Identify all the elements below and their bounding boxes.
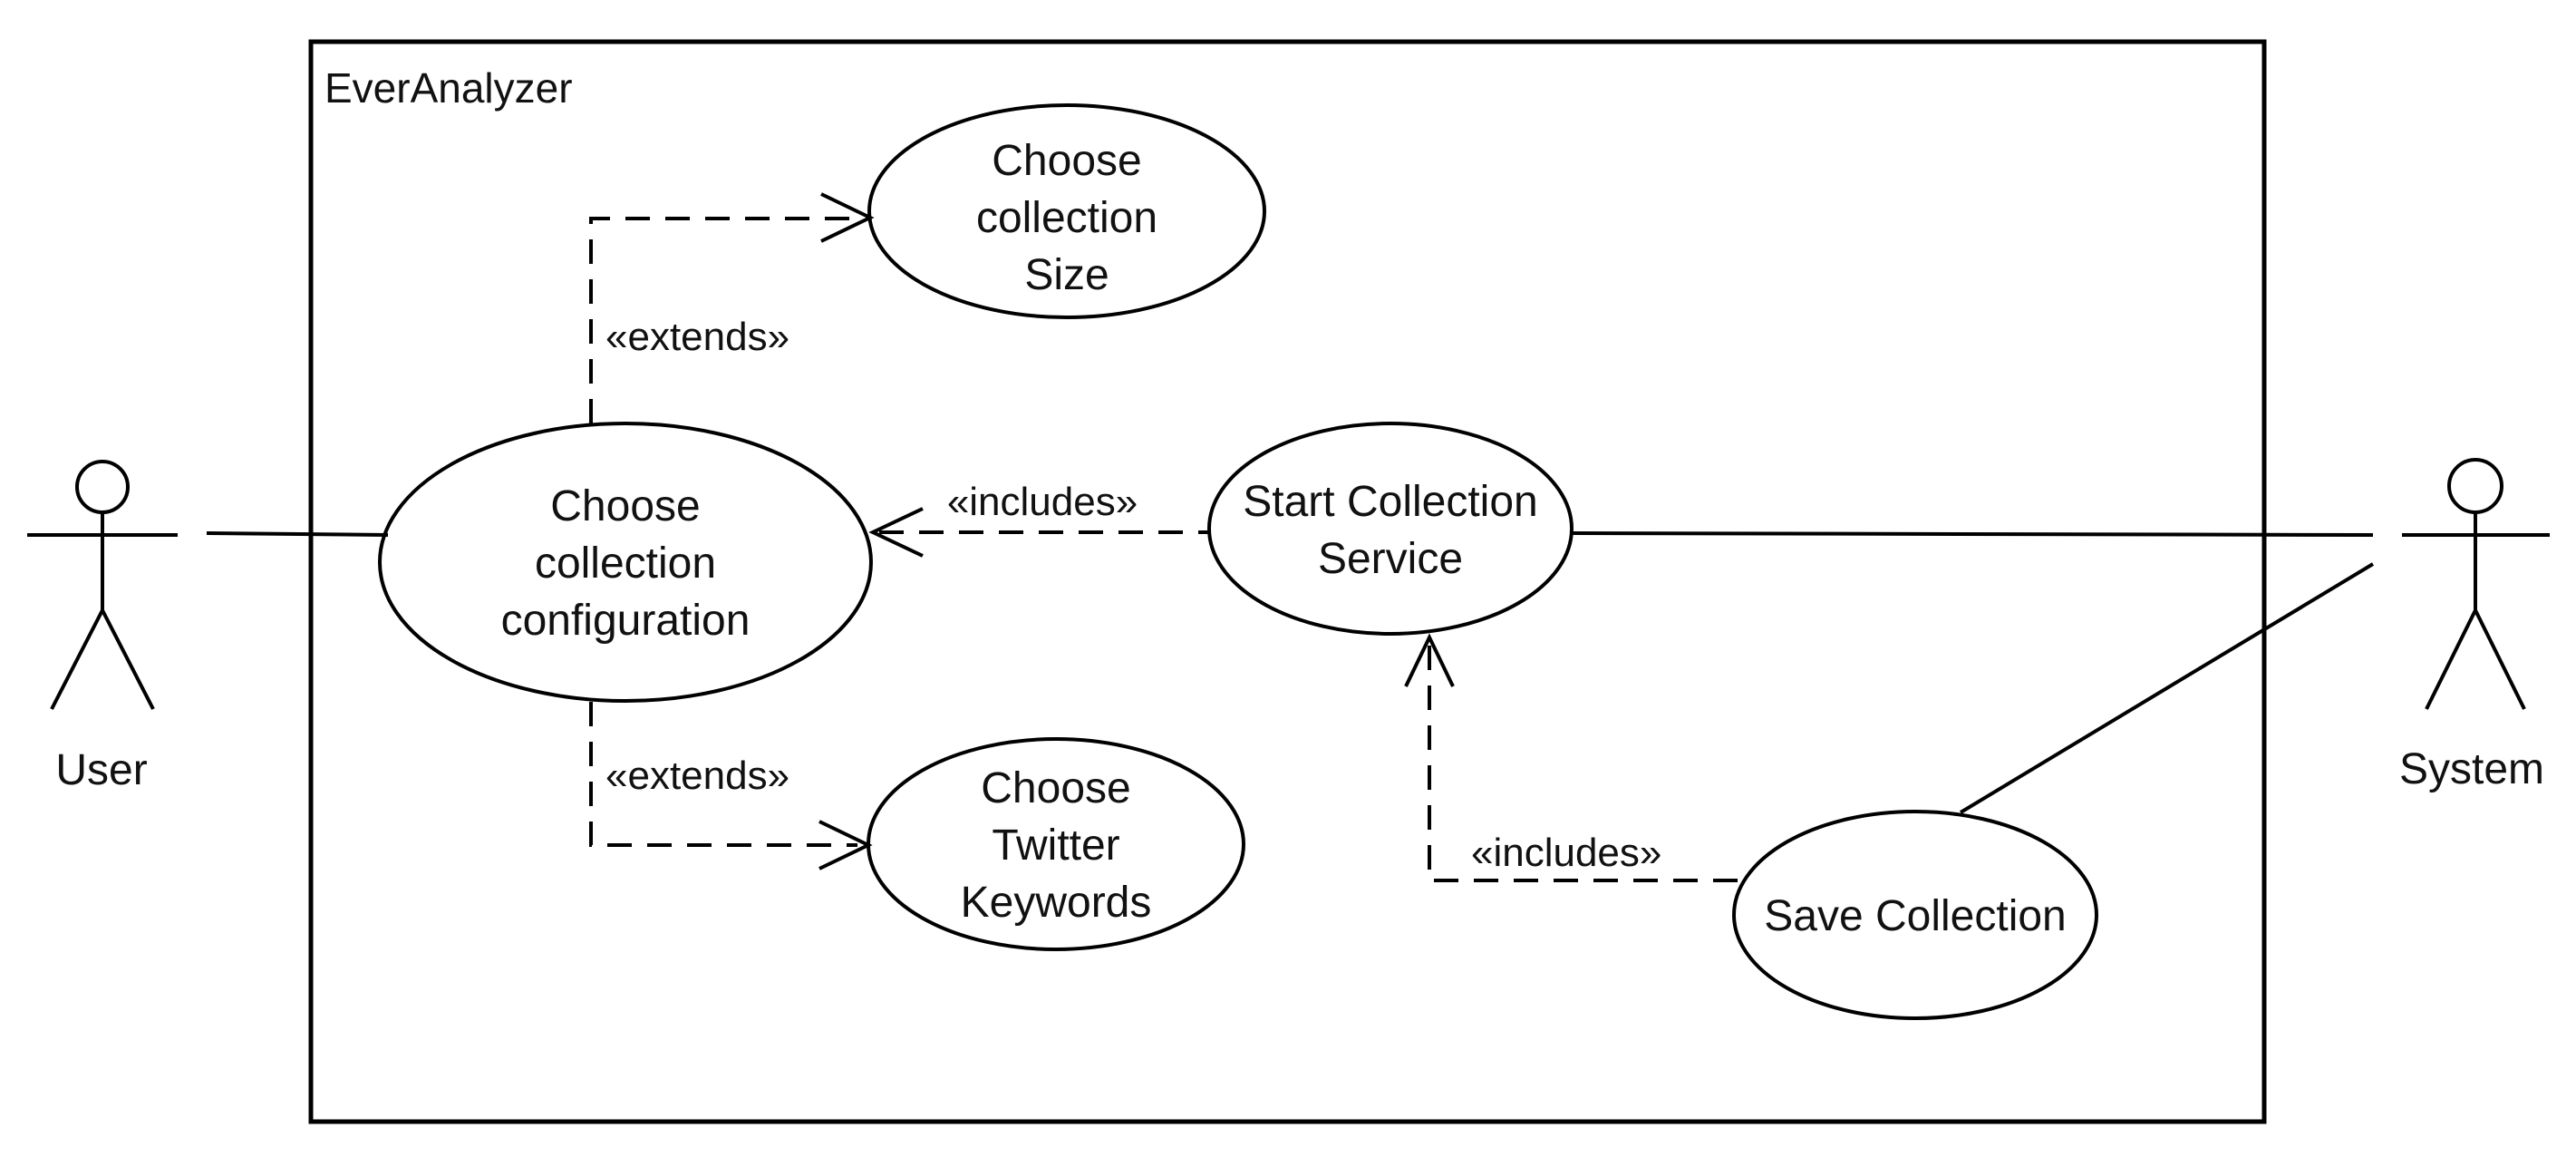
usecase-label-line: collection xyxy=(976,194,1157,242)
usecase-save-collection: Save Collection xyxy=(1732,810,2098,1020)
usecase-label-line: Keywords xyxy=(961,879,1152,927)
extends-arrow-to-size xyxy=(589,217,859,423)
usecase-label-line: collection xyxy=(535,540,716,588)
association-user-to-configuration xyxy=(206,531,389,537)
usecase-choose-collection-configuration-ellipse xyxy=(378,422,873,703)
extends-to-size-label: «extends» xyxy=(605,315,789,359)
includes-to-service-arrowhead-icon xyxy=(1404,633,1455,687)
includes-to-service-label: «includes» xyxy=(1471,831,1661,875)
system-actor-head-icon xyxy=(2447,458,2503,514)
usecase-start-collection-service: Start Collection Service xyxy=(1207,422,1574,636)
association-service-to-system xyxy=(1572,531,2374,537)
user-actor-label: User xyxy=(55,746,147,794)
system-boundary-box xyxy=(308,39,2267,1124)
usecase-label-line: Twitter xyxy=(992,822,1119,870)
usecase-save-collection-ellipse xyxy=(1732,810,2098,1020)
usecase-choose-collection-size-ellipse xyxy=(867,103,1266,319)
actor-system: System xyxy=(2399,458,2550,793)
usecase-choose-twitter-keywords-ellipse xyxy=(867,737,1245,951)
usecase-label-line: Save Collection xyxy=(1764,892,2067,940)
usecase-label-line: Choose xyxy=(992,137,1141,185)
system-boundary-title: EverAnalyzer xyxy=(324,64,573,112)
user-actor-head-icon xyxy=(75,460,130,514)
usecase-label-line: Choose xyxy=(550,482,700,530)
includes-to-configuration-arrowhead-icon xyxy=(868,507,924,558)
user-actor-left-leg-icon xyxy=(50,609,104,710)
usecase-choose-twitter-keywords: Choose Twitter Keywords xyxy=(867,737,1245,951)
association-save-to-system xyxy=(1959,562,2375,814)
user-actor-right-leg-icon xyxy=(101,609,155,710)
extends-arrow-to-keywords xyxy=(589,702,857,847)
usecase-label-line: Service xyxy=(1318,535,1463,583)
actor-user: User xyxy=(27,460,178,794)
includes-arrow-to-service xyxy=(1428,646,1740,882)
usecase-label-line: Choose xyxy=(981,764,1130,812)
usecase-label-line: configuration xyxy=(501,597,751,645)
usecase-label-line: Start Collection xyxy=(1243,478,1537,526)
system-actor-left-leg-icon xyxy=(2425,609,2477,710)
system-actor-right-leg-icon xyxy=(2474,609,2526,710)
usecase-label-line: Size xyxy=(1024,251,1109,299)
includes-to-configuration-label: «includes» xyxy=(947,480,1138,524)
usecase-choose-collection-configuration: Choose collection configuration xyxy=(378,422,873,703)
usecase-choose-collection-size: Choose collection Size xyxy=(867,103,1266,319)
extends-to-keywords-label: «extends» xyxy=(605,754,789,798)
usecase-start-collection-service-ellipse xyxy=(1207,422,1574,636)
system-actor-label: System xyxy=(2399,745,2544,793)
